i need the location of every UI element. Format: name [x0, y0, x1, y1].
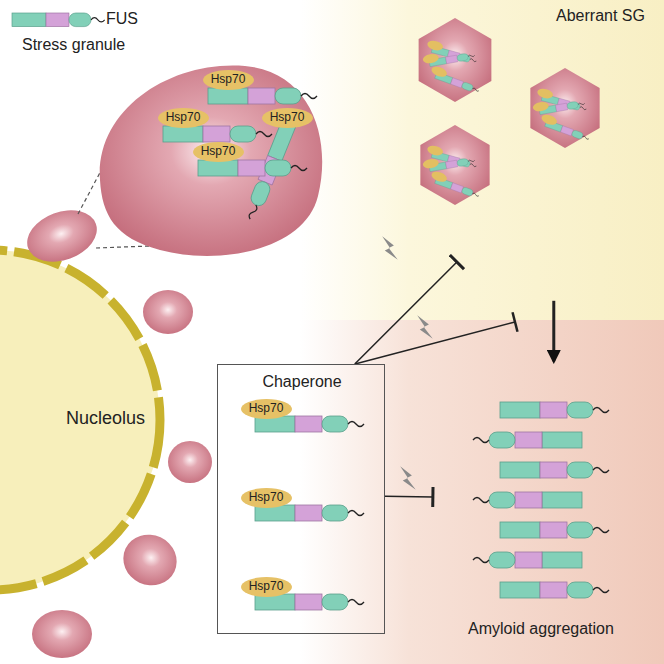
- protein-label: Hsp70: [270, 111, 305, 125]
- protein-label: Hsp70: [249, 491, 284, 505]
- protein-label: Hsp70: [201, 145, 236, 159]
- node-label: Amyloid aggregation: [468, 620, 614, 638]
- amyloid-region-ground: [300, 320, 664, 664]
- stress-granule: Stress granuleHsp70Hsp70Hsp70Hsp70: [15, 30, 320, 270]
- inhibition-line: [385, 496, 433, 498]
- legend-label: FUS: [106, 10, 138, 27]
- hsp70-chaperone: Hsp70: [262, 108, 313, 128]
- hsp70-chaperone: Hsp70: [241, 488, 292, 508]
- aberrant-granules: [419, 18, 600, 205]
- legend: FUS: [106, 10, 138, 28]
- hsp70-chaperone: Hsp70: [203, 70, 254, 90]
- node-label: Stress granule: [22, 36, 125, 54]
- stress-granule-blob: [100, 66, 322, 256]
- hsp70-chaperone: Hsp70: [193, 142, 244, 162]
- fus-legend-sample: [12, 13, 105, 27]
- transition-arrow: [552, 301, 555, 361]
- nucleolus-circle: Nucleolus: [0, 250, 160, 590]
- protein-label: Hsp70: [211, 73, 246, 87]
- protein-label: Hsp70: [249, 580, 284, 594]
- inhibition-line: [355, 262, 457, 364]
- lightning-bolts: [382, 236, 433, 489]
- arrow-inhibitor: [355, 312, 518, 364]
- protein-label: Hsp70: [249, 402, 284, 416]
- small-granules: [20, 201, 212, 658]
- node-label: Aberrant SG: [556, 7, 645, 25]
- aberrant-sg-region: Aberrant SG: [330, 0, 664, 320]
- fus-proteins: [163, 88, 609, 610]
- protein-label: Hsp70: [166, 111, 201, 125]
- node-label: Nucleolus: [66, 408, 145, 429]
- amyloid-region: Amyloid aggregation: [330, 320, 664, 664]
- hsp70-chaperone: Hsp70: [241, 399, 292, 419]
- node-label: Chaperone: [262, 373, 341, 391]
- hsp70-chaperone: Hsp70: [158, 108, 209, 128]
- aberrant-region-ground: [300, 0, 664, 322]
- chaperone-box: ChaperoneHsp70Hsp70Hsp70: [217, 364, 385, 634]
- hsp70-chaperone: Hsp70: [241, 577, 292, 597]
